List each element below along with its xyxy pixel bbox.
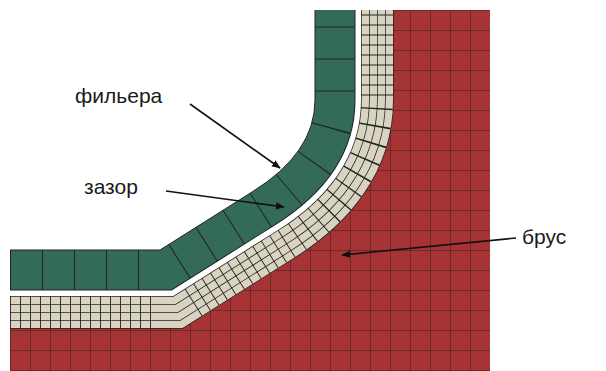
leader-line [342, 238, 516, 255]
leader-line [190, 104, 280, 168]
part-label: зазор [84, 175, 138, 199]
part-label: брус [522, 225, 566, 249]
die-edge [10, 10, 315, 250]
part-label: фильера [75, 84, 162, 108]
left-margin [0, 0, 10, 371]
outer-ground [0, 0, 315, 250]
top-margin [0, 0, 606, 10]
leader-line [166, 191, 284, 207]
